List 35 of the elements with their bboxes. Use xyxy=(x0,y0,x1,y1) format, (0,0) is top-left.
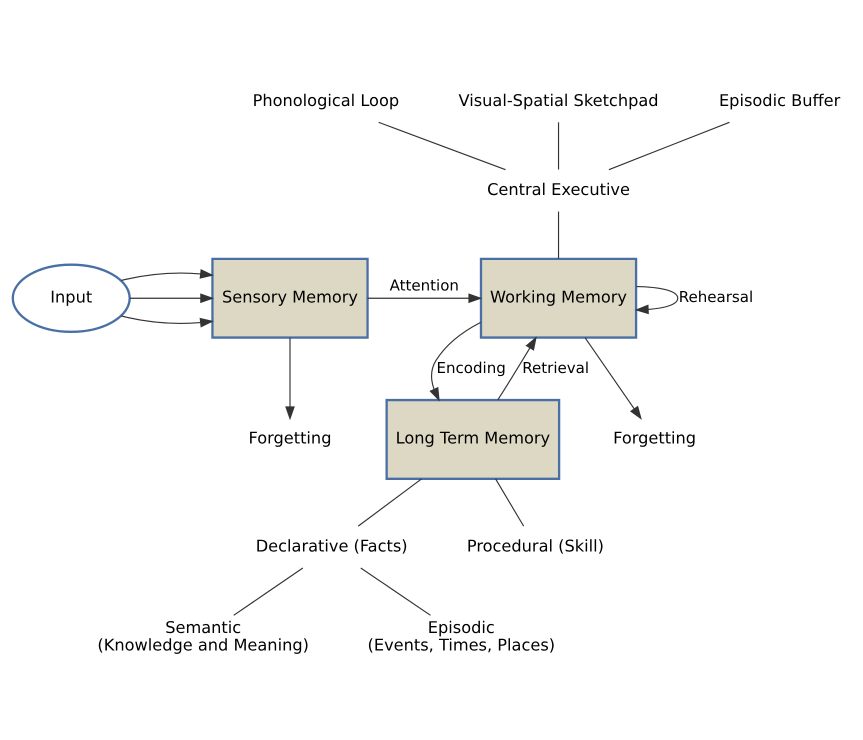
node-text: Semantic (Knowledge and Meaning) xyxy=(97,618,309,654)
node-text: Forgetting xyxy=(613,428,696,448)
node-box: Working Memory xyxy=(480,258,638,339)
node-text: Central Executive xyxy=(487,180,630,199)
node-text: Procedural (Skill) xyxy=(466,536,604,556)
connector xyxy=(233,568,304,616)
arrow xyxy=(368,293,482,304)
edge-label: Retrieval xyxy=(522,358,590,377)
connector xyxy=(360,568,431,616)
node-box: Sensory Memory xyxy=(211,258,369,339)
arrow xyxy=(497,336,537,400)
arrow xyxy=(121,269,214,282)
arrow xyxy=(634,286,678,314)
node-box: Long Term Memory xyxy=(386,398,560,480)
node-ellipse: Input xyxy=(12,264,131,333)
connector xyxy=(358,478,422,527)
connector xyxy=(495,478,524,526)
node-text: Forgetting xyxy=(248,428,332,448)
node-text: Episodic Buffer xyxy=(718,90,840,110)
arrow xyxy=(584,337,642,420)
edge-label: Rehearsal xyxy=(678,288,754,306)
connector xyxy=(608,122,730,170)
node-text: Visual-Spatial Sketchpad xyxy=(458,90,659,110)
arrow xyxy=(130,293,214,304)
node-text: Phonological Loop xyxy=(252,90,400,110)
node-text: Declarative (Facts) xyxy=(256,536,408,556)
arrow xyxy=(285,338,295,420)
node-text: Episodic (Events, Times, Places) xyxy=(368,618,556,654)
connector xyxy=(378,122,506,170)
edge-label: Encoding xyxy=(436,358,506,377)
connector xyxy=(558,212,560,259)
arrow xyxy=(121,315,214,328)
connector xyxy=(558,122,560,170)
arrow xyxy=(429,322,481,402)
edge-label: Attention xyxy=(390,276,459,295)
